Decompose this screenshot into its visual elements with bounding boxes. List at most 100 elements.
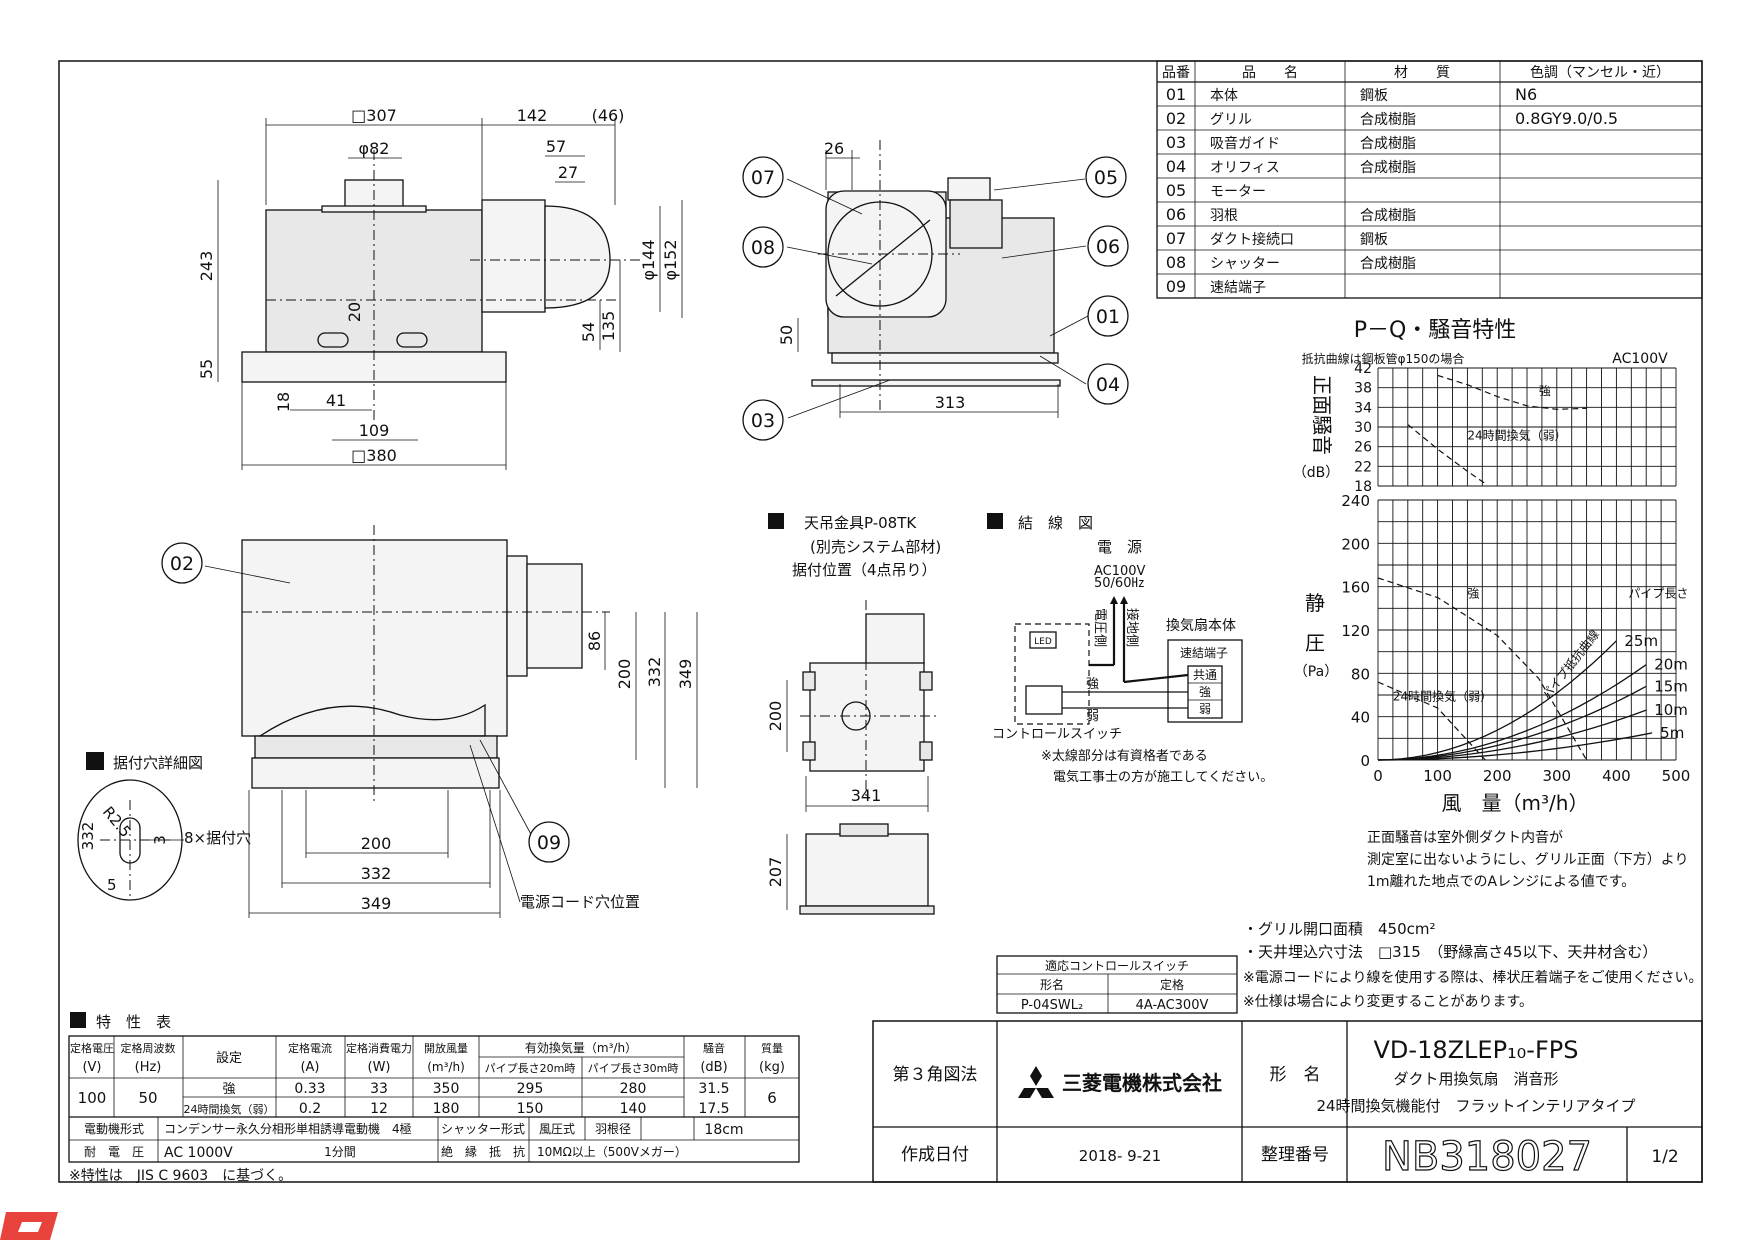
terminal-strong: 強 [1199,685,1211,699]
callout-03: 03 [742,399,784,441]
wiring-diagram: 結 線 図 電 源 AC100V 50/60㎐ 電圧側 接地側 換気扇本体 速結… [987,513,1273,785]
callout-07: 07 [742,156,784,198]
bracket-subtitle: (別売システム部材) [810,538,941,556]
pressure-label-24h: 24時間換気（弱） [1393,688,1492,703]
wiring-weak: 弱 [1086,709,1099,724]
corner-mark-icon [0,1212,58,1240]
dim-200: 200 [361,834,392,853]
pressure-label-1: 静 [1305,591,1325,615]
char-blade-label: 羽根径 [595,1122,631,1136]
dim-26: 26 [824,139,844,158]
dim-380: □380 [351,446,397,465]
part-name: シャッター [1210,256,1280,272]
noise-label-strong: 強 [1539,384,1551,398]
resistance-curve-label: 15m [1654,677,1688,695]
noise-note-2: 測定室に出ないようにし、グリル正面（下方）より [1367,851,1688,868]
pressure-tick-label: 80 [1351,665,1370,683]
pressure-tick-label: 0 [1360,752,1370,770]
part-material: 合成樹脂 [1360,208,1416,224]
parts-header-color: 色調（マンセル・近） [1530,64,1670,81]
part-no: 08 [1166,253,1186,272]
char-h-eff20: パイプ長さ20m時 [485,1062,576,1075]
bottom-view: 86 200 332 349 200 332 349 電源コード穴位置 [204,525,698,918]
part-no: 03 [1166,133,1186,152]
pressure-tick-label: 120 [1341,622,1370,640]
svg-text:09: 09 [537,832,561,854]
mitsubishi-logo [1018,1066,1054,1098]
svg-text:07: 07 [751,167,775,189]
dim-135: 135 [599,311,618,342]
pressure-tick-label: 40 [1351,709,1370,727]
detail-title: 据付穴詳細図 [113,754,203,772]
callout-09: 09 [528,821,570,863]
svg-text:05: 05 [1094,167,1118,189]
char-current: 0.2 [299,1101,321,1117]
chart-xlabel: 風 量（m³/h） [1442,791,1589,815]
dim-18: 18 [274,392,293,412]
part-no: 07 [1166,229,1186,248]
wiring-power: 電 源 [1097,538,1142,556]
noise-tick-label: 34 [1354,400,1372,416]
chart-subtitle: 抵抗曲線は鋼板管φ150の場合 [1302,351,1465,366]
char-withstand-label: 耐 電 圧 [84,1145,144,1159]
noise-tick-label: 30 [1354,420,1372,436]
resistance-curve [1377,685,1647,761]
bracket-dim-200: 200 [766,701,785,732]
detail-332: 332 [79,822,97,851]
parts-header-no: 品番 [1162,65,1190,81]
model-label: 形 名 [1270,1065,1321,1085]
part-color: 0.8GY9.0/0.5 [1515,109,1618,128]
char-h-current: 定格電流 [288,1041,332,1055]
side-view: □307 142 (46) φ82 57 27 243 20 φ144 φ152… [197,106,683,470]
char-h-power-unit: (W) [368,1060,391,1075]
resistance-curve-label: 25m [1624,632,1658,650]
resistance-curve-title: パイプ抵抗曲線 [1538,627,1602,702]
spec-note-1: ・グリル開口面積 450cm² [1243,920,1436,938]
callout-02: 02 [161,542,203,584]
spec-note-3: ※電源コードにより線を使用する際は、棒状圧着端子をご使用ください。 [1243,969,1702,986]
noise-tick-label: 38 [1354,381,1372,397]
part-material: 鋼板 [1360,88,1388,104]
wiring-freq: 50/60㎐ [1094,576,1144,591]
callouts: 01 02 03 04 05 06 07 08 09 [161,156,1129,863]
char-h-eff: 有効換気量（m³/h） [525,1040,637,1055]
pq-chart: P－Q・騒音特性 抵抗曲線は鋼板管φ150の場合 AC100V 正面騒音 （dB… [1293,318,1691,890]
dim-144: φ144 [639,239,658,280]
switch-h-rating: 定格 [1160,977,1184,992]
dim-307: □307 [351,106,397,125]
svg-text:04: 04 [1096,374,1120,396]
spec-notes: ・グリル開口面積 450cm² ・天井埋込穴寸法 □315 （野縁高さ45以下、… [1243,920,1702,1010]
wiring-strong: 強 [1086,677,1099,692]
char-h-freq-unit: (Hz) [135,1060,162,1075]
dim-332: 332 [361,864,392,883]
char-h-voltage-unit: (V) [82,1060,101,1075]
chart-title: P－Q・騒音特性 [1354,318,1517,343]
callout-01: 01 [1087,295,1129,337]
char-air: 350 [433,1081,460,1097]
dim-46: (46) [592,106,625,125]
x-tick-label: 100 [1423,767,1452,785]
svg-text:08: 08 [751,237,775,259]
projection-method: 第３角図法 [893,1065,978,1085]
wiring-note2: 電気工事士の方が施工してください。 [1053,769,1273,785]
spec-note-2: ・天井埋込穴寸法 □315 （野縁高さ45以下、天井材含む） [1243,943,1657,961]
wiring-led: LED [1034,637,1052,647]
svg-text:06: 06 [1096,236,1120,258]
wiring-switch: コントロールスイッチ [992,727,1122,742]
mount-hole-detail: 据付穴詳細図 R2.5 332 3 5 8×据付穴 [77,752,251,901]
svg-text:02: 02 [170,553,194,575]
wiring-ground: 接地側 [1124,608,1140,647]
dim-82: φ82 [359,139,390,158]
char-blade: 18cm [704,1122,743,1138]
dim-109: 109 [359,421,390,440]
dim-57: 57 [546,137,566,156]
callout-08: 08 [742,226,784,268]
x-tick-label: 400 [1602,767,1631,785]
front-view: 26 50 313 [777,139,1089,419]
wiring-note1: ※太線部分は有資格者である [1041,748,1208,764]
x-tick-label: 500 [1662,767,1691,785]
wiring-voltage: AC100V [1094,564,1146,579]
callout-05: 05 [1085,156,1127,198]
char-withstand: AC 1000V [164,1145,233,1161]
